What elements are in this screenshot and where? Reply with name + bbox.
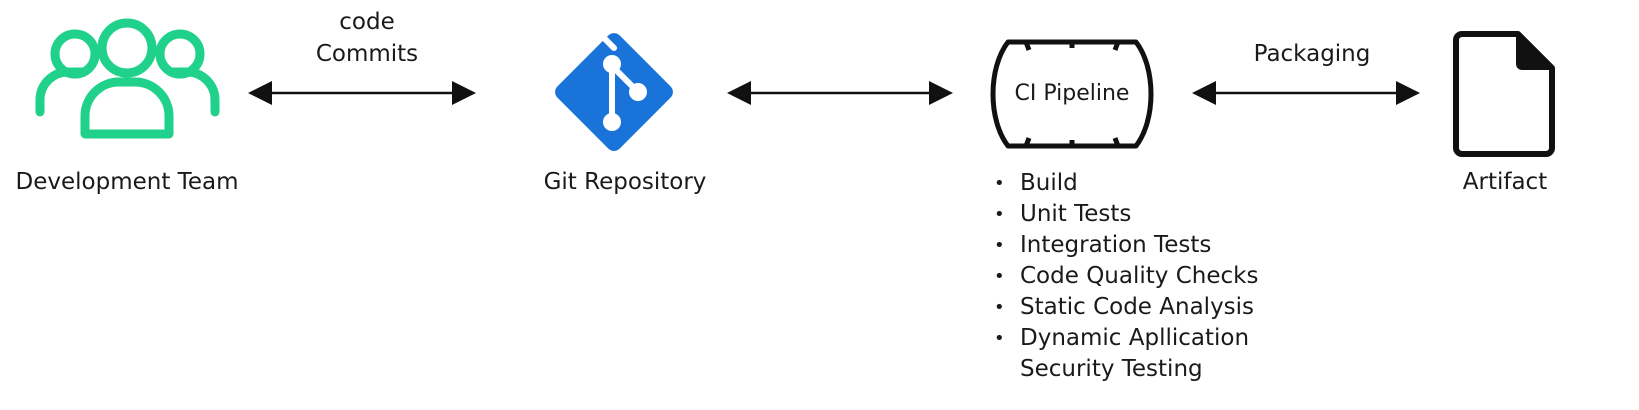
git-repository-label: Git Repository <box>543 169 707 195</box>
ci-step-dast: •Dynamic Apllication <box>994 325 1250 351</box>
double-arrow-repo-ci <box>727 81 953 105</box>
double-arrow-ci-artifact <box>1192 81 1420 105</box>
ci-step-code-quality: •Code Quality Checks <box>994 263 1259 289</box>
ci-step-static-analysis: •Static Code Analysis <box>994 294 1255 320</box>
ci-step-dast-cont: Security Testing <box>1020 356 1203 382</box>
ci-step-integration-tests: •Integration Tests <box>994 232 1212 258</box>
pipeline-cylinder-icon <box>990 39 1154 149</box>
artifact-label: Artifact <box>1462 169 1548 195</box>
git-logo-icon <box>555 27 673 151</box>
ci-step-unit-tests: •Unit Tests <box>994 201 1132 227</box>
double-arrow-team-repo <box>248 81 476 105</box>
development-team-label: Development Team <box>15 169 239 195</box>
edge-label-packaging: Packaging <box>1253 41 1371 67</box>
edge-label-commits: Commits <box>315 41 419 67</box>
ci-pipeline-label: CI Pipeline <box>1014 81 1130 106</box>
document-file-icon <box>1453 31 1555 157</box>
users-group-icon <box>35 18 220 139</box>
ci-step-build: •Build <box>994 170 1078 196</box>
ci-steps-list: •Build •Unit Tests •Integration Tests •C… <box>994 168 1258 385</box>
edge-label-code: code <box>339 9 395 35</box>
